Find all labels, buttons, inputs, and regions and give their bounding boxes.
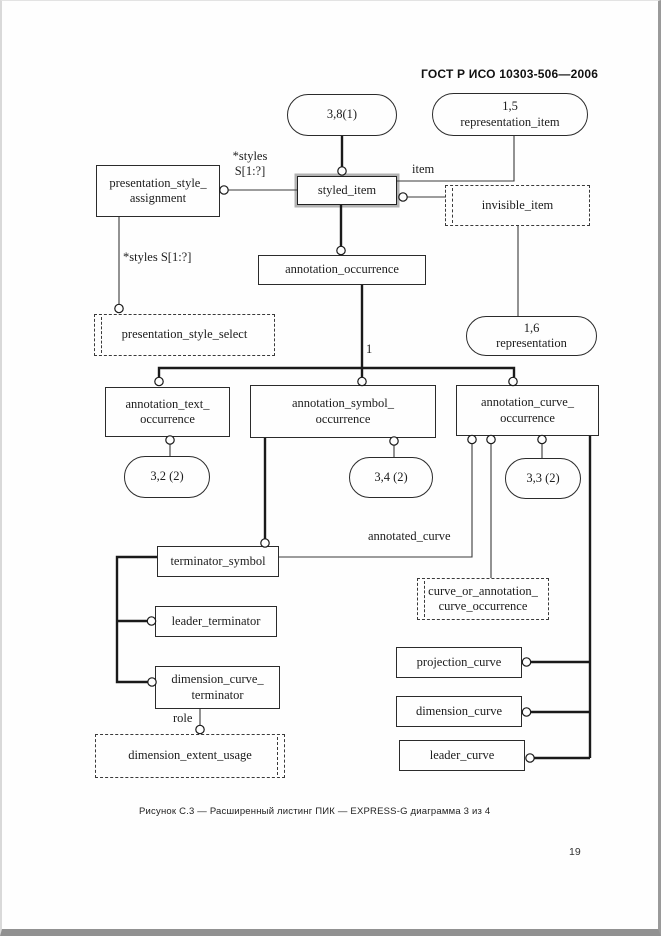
pageref-1-6-representation: 1,6 representation: [466, 316, 597, 356]
label-cardinality-one: 1: [366, 342, 373, 356]
select-label: invisible_item: [481, 197, 554, 212]
entity-label: leader_terminator: [171, 613, 261, 628]
entity-projection-curve: projection_curve: [396, 647, 522, 678]
label-styles-set-left: *styles S[1:?]: [123, 250, 192, 264]
label-role: role: [173, 711, 193, 725]
entity-label: annotation_occurrence: [285, 262, 399, 277]
pageref-1-5-representation-item: 1,5 representation_item: [432, 93, 588, 136]
entity-leader-curve: leader_curve: [399, 740, 525, 771]
select-marker-bar: [101, 317, 102, 353]
pageref-3-2: 3,2 (2): [124, 456, 210, 498]
entity-styled-item: styled_item: [297, 176, 397, 205]
select-invisible-item: invisible_item: [445, 185, 590, 226]
entity-label: leader_curve: [429, 747, 495, 762]
label-item: item: [412, 162, 435, 176]
select-marker-bar: [452, 188, 453, 223]
select-label: dimension_extent_usage: [128, 748, 252, 763]
entity-label: projection_curve: [416, 654, 502, 669]
entity-annotation-curve-occurrence: annotation_curve_ occurrence: [456, 385, 599, 436]
pageref-label: 3,3 (2): [526, 470, 560, 485]
page-number: 19: [569, 846, 581, 858]
label-annotated-curve: annotated_curve: [368, 529, 451, 543]
entity-dimension-curve-terminator: dimension_curve_ terminator: [155, 666, 280, 709]
entity-dimension-curve: dimension_curve: [396, 696, 522, 727]
entity-leader-terminator: leader_terminator: [155, 606, 277, 637]
pageref-label: 1,5 representation_item: [460, 99, 560, 129]
pageref-label: 1,6 representation: [496, 320, 567, 350]
select-label: curve_or_annotation_ curve_occurrence: [428, 583, 538, 613]
entity-label: styled_item: [317, 182, 377, 197]
pageref-label: 3,2 (2): [150, 469, 184, 484]
entity-annotation-text-occurrence: annotation_text_ occurrence: [105, 387, 230, 437]
entity-terminator-symbol: terminator_symbol: [157, 546, 279, 577]
entity-label: annotation_curve_ occurrence: [480, 395, 575, 425]
pageref-label: 3,8(1): [326, 107, 358, 122]
select-label: presentation_style_select: [121, 327, 248, 342]
page-header: ГОСТ Р ИСО 10303-506—2006: [421, 67, 599, 81]
entity-annotation-occurrence: annotation_occurrence: [258, 255, 426, 285]
select-presentation-style-select: presentation_style_select: [94, 314, 275, 356]
select-curve-or-annotation-curve-occurrence: curve_or_annotation_ curve_occurrence: [417, 578, 549, 620]
figure-caption: Рисунок С.3 — Расширенный листинг ПИК — …: [139, 806, 491, 817]
pageref-label: 3,4 (2): [374, 469, 408, 484]
select-dimension-extent-usage: dimension_extent_usage: [95, 734, 285, 778]
select-marker-bar: [424, 581, 425, 617]
entity-label: terminator_symbol: [170, 553, 266, 568]
label-styles-set: *styles S[1:?]: [232, 149, 268, 178]
pageref-3-4: 3,4 (2): [349, 457, 433, 498]
entity-annotation-symbol-occurrence: annotation_symbol_ occurrence: [250, 385, 436, 438]
entity-label: dimension_curve_ terminator: [171, 672, 264, 702]
entity-label: dimension_curve: [415, 703, 503, 718]
entity-presentation-style-assignment: presentation_style_ assignment: [96, 165, 220, 217]
entity-label: annotation_symbol_ occurrence: [291, 396, 395, 426]
entity-label: presentation_style_ assignment: [109, 175, 207, 205]
pageref-3-8-1: 3,8(1): [287, 94, 397, 136]
pageref-3-3: 3,3 (2): [505, 458, 581, 499]
entity-label: annotation_text_ occurrence: [125, 396, 210, 426]
select-marker-bar: [277, 737, 278, 775]
